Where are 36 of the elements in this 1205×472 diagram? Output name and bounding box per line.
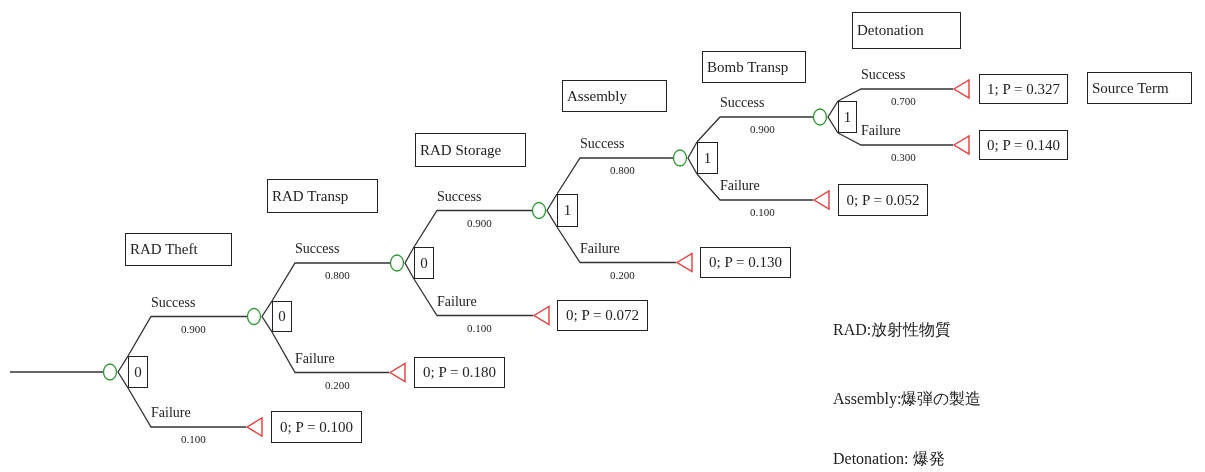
note-text: RAD:放射性物質: [833, 320, 952, 340]
branch-line: [556, 226, 677, 264]
branch-line: [837, 132, 954, 146]
chance-node: 1: [673, 142, 718, 174]
stage-header-box: Bomb Transp: [702, 51, 806, 83]
branch-line: [271, 262, 391, 302]
branch-line: [413, 278, 534, 317]
note-text: Detonation: 爆発: [833, 449, 945, 469]
branch-line: [127, 315, 248, 357]
stage-header-box: Assembly: [562, 80, 667, 112]
probability-label: 0.100: [180, 433, 207, 445]
chance-node: 0: [390, 247, 434, 279]
stage-header-box: Source Term: [1087, 72, 1192, 104]
probability-label: 0.700: [890, 95, 917, 107]
branch-line: [556, 157, 674, 195]
probability-label: 0.300: [890, 151, 917, 163]
branch-line: [127, 387, 247, 428]
chance-node: 0: [103, 356, 148, 388]
chance-node: 1: [813, 101, 857, 133]
probability-label: 0.100: [749, 206, 776, 218]
branch-line: [696, 173, 814, 201]
probability-label: 0.800: [324, 269, 351, 281]
stage-header-box: RAD Theft: [125, 233, 232, 266]
probability-label: 0.800: [609, 164, 636, 176]
branch-line: [413, 209, 533, 248]
probability-label: 0.900: [749, 123, 776, 135]
chance-node: 0: [247, 301, 292, 332]
chance-node: 1: [532, 194, 578, 227]
branch-line: [9, 371, 104, 373]
stage-header-box: RAD Storage: [415, 133, 526, 167]
stage-header-box: Detonation: [852, 12, 961, 49]
branch-line: [837, 88, 954, 102]
branch-line: [271, 331, 390, 374]
stage-header-box: RAD Transp: [267, 179, 378, 213]
note-text: Assembly:爆弾の製造: [833, 389, 982, 409]
branch-line: [696, 116, 814, 143]
